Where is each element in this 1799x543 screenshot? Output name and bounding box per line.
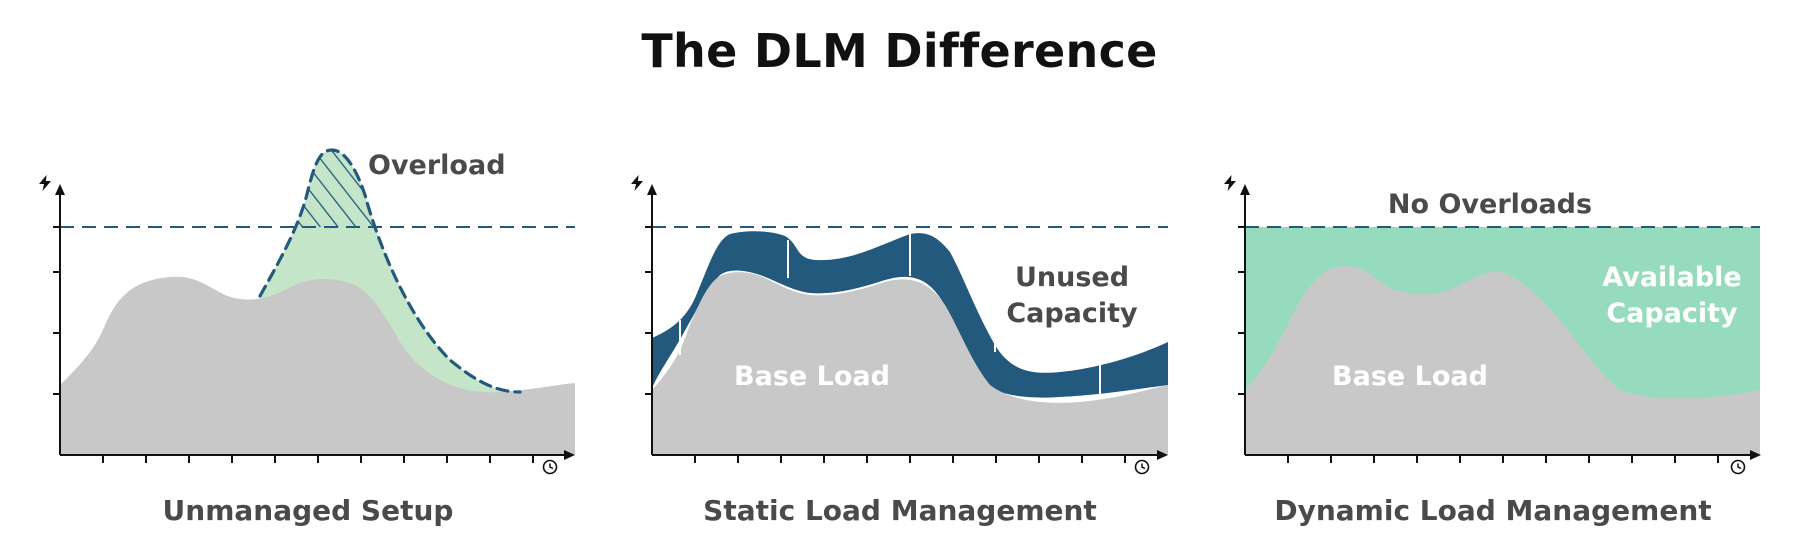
x-axis-ticks [694, 455, 1126, 463]
band-segment-dividers [679, 234, 1101, 395]
page-title: The DLM Difference [641, 24, 1158, 78]
available-capacity-label-line2: Capacity [1606, 298, 1738, 329]
y-axis-arrow [647, 184, 657, 195]
lightning-bolt-icon [631, 175, 643, 191]
y-axis-arrow [55, 184, 65, 195]
base-load-area [60, 276, 575, 455]
caption-dynamic: Dynamic Load Management [1274, 494, 1711, 527]
panel-unmanaged: Overload Unmanaged Setup [39, 148, 575, 527]
overload-label: Overload [368, 150, 506, 181]
managed-load-band [652, 231, 1168, 398]
base-load-area [1245, 266, 1760, 455]
clock-icon [1134, 459, 1150, 475]
x-axis-ticks [1287, 455, 1719, 463]
clock-icon [1730, 459, 1746, 475]
y-axis-ticks [53, 226, 60, 395]
x-axis-arrow [564, 450, 575, 460]
lightning-bolt-icon [39, 175, 51, 191]
overload-hatch [296, 151, 373, 227]
base-load-label: Base Load [1332, 361, 1488, 392]
clock-icon [542, 459, 558, 475]
panel-static: Base Load Unused Capacity Static Load Ma… [631, 175, 1168, 527]
caption-unmanaged: Unmanaged Setup [163, 494, 454, 527]
lightning-bolt-icon [1224, 175, 1236, 191]
unused-capacity-label-line2: Capacity [1006, 298, 1138, 329]
no-overloads-label: No Overloads [1388, 189, 1592, 220]
x-axis-arrow [1750, 450, 1761, 460]
y-axis-ticks [645, 226, 652, 395]
unused-capacity-label-line1: Unused [1015, 262, 1129, 293]
x-axis-ticks [102, 455, 534, 463]
y-axis-arrow [1240, 184, 1250, 195]
y-axis-ticks [1238, 226, 1245, 395]
panel-dynamic: No Overloads Base Load Available Capacit… [1224, 175, 1761, 527]
x-axis-arrow [1157, 450, 1168, 460]
available-capacity-label-line1: Available [1602, 262, 1741, 293]
caption-static: Static Load Management [703, 494, 1097, 527]
base-load-area [652, 272, 1168, 455]
base-load-label: Base Load [734, 361, 890, 392]
peak-load-outline [258, 148, 522, 394]
